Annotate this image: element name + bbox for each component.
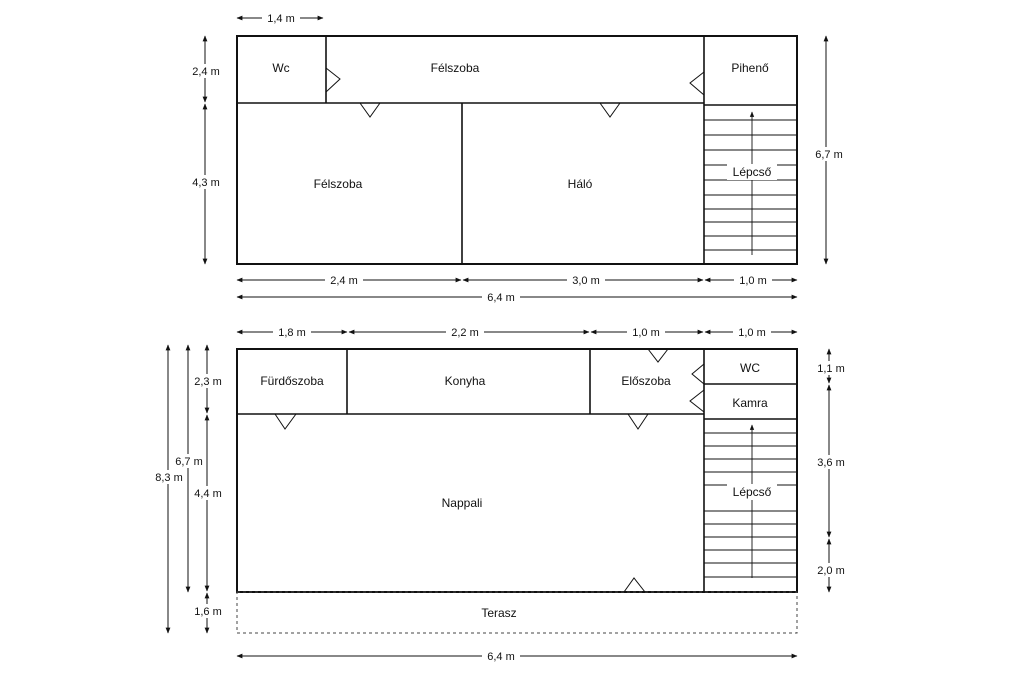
door-swing [325, 67, 341, 93]
ground-stairs [704, 424, 797, 578]
dim-ground-left-outer: 8,3 m [155, 472, 183, 484]
room-furdoszoba: Fürdőszoba [260, 374, 324, 388]
dim-upper-total: 6,4 m [487, 292, 515, 304]
door-swing [691, 363, 705, 385]
dim-upper-bottom-3: 1,0 m [739, 275, 767, 287]
door-swing [359, 102, 381, 118]
door-swing [274, 413, 297, 430]
room-eloszoba: Előszoba [621, 374, 671, 388]
dim-ground-top-3: 1,0 m [632, 327, 660, 339]
upper-dimensions: 1,4 m 2,4 m 4,3 m 6,7 m 2,4 m 3,0 m 1,0 … [187, 11, 848, 304]
dim-ground-right-3: 2,0 m [817, 565, 845, 577]
ground-dimensions: 1,8 m 2,2 m 1,0 m 1,0 m 8,3 m 6,7 m 2,3 … [151, 325, 850, 663]
dim-ground-left-mid: 6,7 m [175, 456, 203, 468]
room-halo: Háló [568, 177, 593, 191]
room-nappali: Nappali [442, 496, 483, 510]
door-swing [689, 71, 705, 96]
room-wc-ground: WC [740, 361, 760, 375]
room-lepcso-ground: Lépcső [733, 485, 772, 499]
dim-upper-bottom-2: 3,0 m [572, 275, 600, 287]
dim-ground-left-1: 2,3 m [194, 376, 222, 388]
ground-floor-plan: Fürdőszoba Konyha Előszoba WC Kamra Napp… [151, 325, 850, 663]
door-swing [623, 577, 646, 593]
room-lepcso-upper: Lépcső [733, 165, 772, 179]
dim-ground-left-2: 4,4 m [194, 488, 222, 500]
dim-upper-right: 6,7 m [815, 149, 843, 161]
dim-ground-top-4: 1,0 m [738, 327, 766, 339]
dim-ground-top-1: 1,8 m [278, 327, 306, 339]
door-swing [599, 102, 621, 118]
door-swing [647, 348, 669, 363]
room-wc: Wc [272, 61, 289, 75]
dim-ground-right-1: 1,1 m [817, 363, 845, 375]
terrace-outline [236, 591, 798, 634]
dim-upper-top: 1,4 m [267, 13, 295, 25]
room-terasz: Terasz [481, 606, 516, 620]
upper-floor-plan: Wc Félszoba Pihenő Félszoba Háló Lépcső … [187, 11, 848, 304]
room-felszoba-top: Félszoba [431, 61, 480, 75]
dim-ground-right-2: 3,6 m [817, 457, 845, 469]
door-swing [689, 389, 705, 413]
dim-upper-left-2: 4,3 m [192, 177, 220, 189]
dim-ground-left-3: 1,6 m [194, 606, 222, 618]
dim-ground-total: 6,4 m [487, 651, 515, 663]
room-kamra: Kamra [732, 396, 768, 410]
dim-upper-bottom-1: 2,4 m [330, 275, 358, 287]
upper-stairs [704, 111, 797, 255]
dim-ground-top-2: 2,2 m [451, 327, 479, 339]
room-konyha: Konyha [445, 374, 486, 388]
room-felszoba-left: Félszoba [314, 177, 363, 191]
ground-outer-wall [236, 348, 798, 593]
room-piheno: Pihenő [731, 61, 769, 75]
dim-upper-left-1: 2,4 m [192, 66, 220, 78]
door-swing [627, 413, 649, 430]
